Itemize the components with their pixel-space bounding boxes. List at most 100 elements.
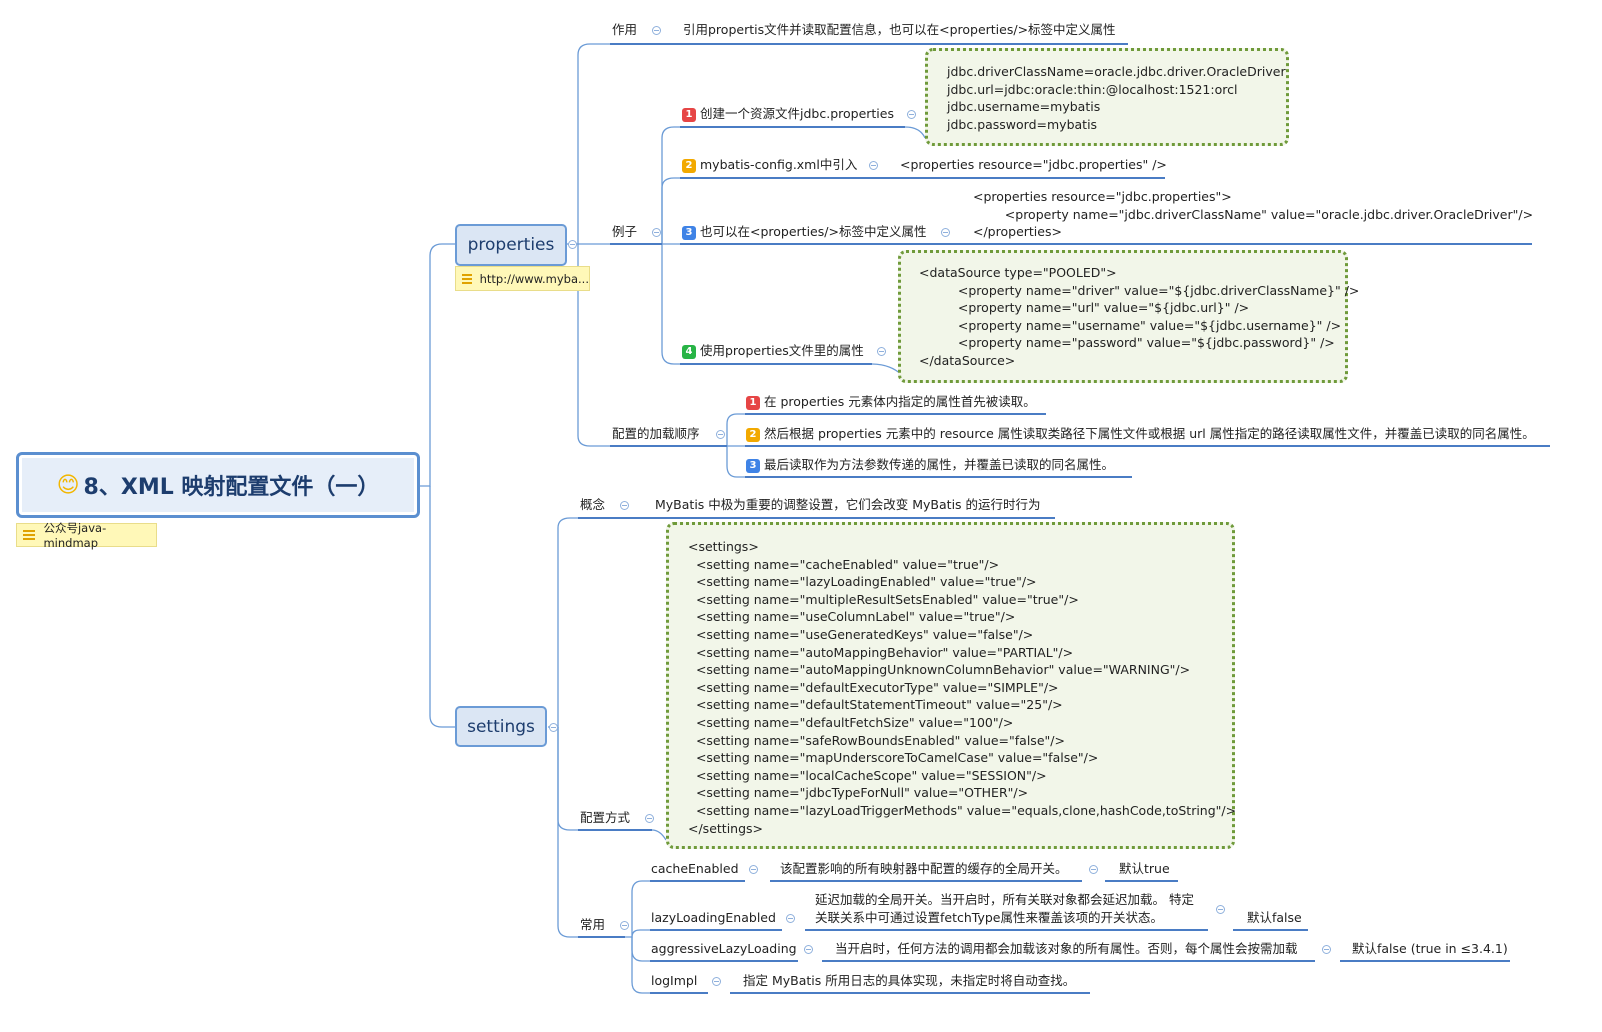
code-line: <setting name="safeRowBoundsEnabled" val…: [688, 732, 1065, 748]
note-icon: [23, 530, 36, 540]
code-line: <setting name="cacheEnabled" value="true…: [688, 556, 1000, 572]
code-line: <setting name="multipleResultSetsEnabled…: [688, 591, 1079, 607]
properties-note[interactable]: http://www.myba...: [455, 266, 590, 291]
code-line: <dataSource type="POOLED">: [919, 265, 1117, 280]
step-3-code[interactable]: <properties resource="jdbc.properties"> …: [973, 188, 1533, 241]
root-title: 8、XML 映射配置文件（一）: [83, 475, 380, 500]
config-label[interactable]: 配置方式: [580, 810, 631, 825]
collapse-settings-icon[interactable]: [549, 723, 558, 732]
properties-label: properties: [467, 235, 555, 255]
code-line: <properties resource="jdbc.properties">: [973, 189, 1232, 204]
code-line: jdbc.password=mybatis: [947, 116, 1098, 132]
code-line: <property name="url" value="${jdbc.url}"…: [942, 300, 1250, 316]
common-label[interactable]: 常用: [580, 917, 606, 932]
settings-label: settings: [467, 716, 535, 737]
code-line: <setting name="autoMappingBehavior" valu…: [688, 644, 1074, 660]
step-4-code-box[interactable]: [898, 250, 1348, 383]
common-item-name-4[interactable]: logImpl: [651, 973, 698, 988]
common-item-name-2[interactable]: lazyLoadingEnabled: [651, 910, 776, 925]
code-line: </dataSource>: [919, 352, 1016, 368]
collapse-common-1b-icon[interactable]: [1089, 865, 1098, 874]
code-line: <setting name="useColumnLabel" value="tr…: [688, 609, 1016, 625]
code-line: </settings>: [688, 820, 764, 836]
collapse-step-1-icon[interactable]: [907, 110, 916, 119]
collapse-example-icon[interactable]: [652, 228, 661, 237]
step-1-label: 创建一个资源文件jdbc.properties: [700, 106, 894, 121]
example-label[interactable]: 例子: [612, 224, 638, 239]
properties-topic[interactable]: properties: [455, 224, 567, 266]
settings-code-box[interactable]: [666, 522, 1235, 849]
common-item-name-1[interactable]: cacheEnabled: [651, 861, 739, 876]
code-line: jdbc.username=mybatis: [947, 99, 1101, 115]
collapse-step-2-icon[interactable]: [869, 161, 878, 170]
collapse-properties-icon[interactable]: [568, 240, 577, 249]
collapse-common-3b-icon[interactable]: [1322, 945, 1331, 954]
code-line: <property name="driver" value="${jdbc.dr…: [942, 282, 1360, 298]
common-item-default-2[interactable]: 默认false: [1247, 910, 1302, 925]
code-line: <setting name="defaultExecutorType" valu…: [688, 679, 1059, 695]
collapse-step-3-icon[interactable]: [941, 228, 950, 237]
step-3-label: 也可以在<properties/>标签中定义属性: [700, 224, 927, 239]
priority-1-icon: 1: [746, 396, 760, 410]
code-line: <setting name="lazyLoadTriggerMethods" v…: [688, 802, 1237, 818]
common-item-desc-2a[interactable]: 延迟加载的全局开关。当开启时，所有关联对象都会延迟加载。 特定: [815, 892, 1194, 907]
code-line: <setting name="defaultFetchSize" value="…: [688, 714, 1014, 730]
properties-note-text: http://www.myba...: [479, 271, 589, 286]
load-order-text-2: 然后根据 properties 元素中的 resource 属性读取类路径下属性…: [764, 426, 1535, 441]
load-order-item-1[interactable]: 1 在 properties 元素体内指定的属性首先被读取。: [746, 394, 1036, 410]
collapse-common-icon[interactable]: [620, 921, 629, 930]
settings-topic[interactable]: settings: [455, 706, 547, 747]
common-item-desc-4[interactable]: 指定 MyBatis 所用日志的具体实现，未指定时将自动查找。: [743, 973, 1076, 988]
collapse-config-icon[interactable]: [645, 814, 654, 823]
collapse-common-4-icon[interactable]: [712, 977, 721, 986]
root-note-text: 公众号java-mindmap: [43, 521, 107, 550]
code-line: <setting name="useGeneratedKeys" value="…: [688, 626, 1034, 642]
collapse-step-4-icon[interactable]: [877, 347, 886, 356]
root-topic[interactable]: 😊 8、XML 映射配置文件（一）: [16, 452, 420, 518]
load-order-item-2[interactable]: 2 然后根据 properties 元素中的 resource 属性读取类路径下属…: [746, 426, 1535, 442]
note-icon: [462, 273, 472, 284]
collapse-common-1-icon[interactable]: [749, 865, 758, 874]
collapse-load-order-icon[interactable]: [716, 430, 725, 439]
concept-text[interactable]: MyBatis 中极为重要的调整设置，它们会改变 MyBatis 的运行时行为: [655, 497, 1041, 512]
common-item-desc-2b[interactable]: 关联关系中可通过设置fetchType属性来覆盖该项的开关状态。: [815, 910, 1163, 925]
common-item-name-3[interactable]: aggressiveLazyLoading: [651, 941, 797, 956]
code-line: </properties>: [973, 224, 1062, 240]
role-text[interactable]: 引用propertis文件并读取配置信息，也可以在<properties/>标签…: [683, 22, 1116, 37]
concept-label[interactable]: 概念: [580, 497, 606, 512]
root-note[interactable]: 公众号java-mindmap: [16, 521, 157, 550]
code-line: jdbc.driverClassName=oracle.jdbc.driver.…: [947, 64, 1286, 79]
code-line: <property name="jdbc.driverClassName" va…: [973, 206, 1534, 222]
collapse-common-3-icon[interactable]: [804, 945, 813, 954]
step-2-code[interactable]: <properties resource="jdbc.properties" /…: [900, 157, 1167, 172]
load-order-text-1: 在 properties 元素体内指定的属性首先被读取。: [764, 394, 1036, 409]
step-1-code-box[interactable]: [925, 48, 1289, 146]
collapse-role-icon[interactable]: [652, 26, 661, 35]
code-line: <setting name="mapUnderscoreToCamelCase"…: [688, 750, 1099, 766]
common-item-desc-1[interactable]: 该配置影响的所有映射器中配置的缓存的全局开关。: [780, 861, 1068, 876]
settings-code: <settings> <setting name="cacheEnabled" …: [688, 538, 1236, 837]
smile-emoji-icon: 😊: [56, 472, 80, 498]
step-4-label: 使用properties文件里的属性: [700, 343, 864, 358]
code-line: <property name="username" value="${jdbc.…: [942, 317, 1342, 333]
role-label[interactable]: 作用: [612, 22, 638, 37]
example-step-1[interactable]: 1 创建一个资源文件jdbc.properties: [682, 106, 894, 122]
code-line: jdbc.url=jdbc:oracle:thin:@localhost:152…: [947, 81, 1238, 97]
common-item-default-1[interactable]: 默认true: [1119, 861, 1170, 876]
code-line: <setting name="autoMappingUnknownColumnB…: [688, 662, 1191, 678]
priority-1-icon: 1: [682, 108, 696, 122]
code-line: <setting name="lazyLoadingEnabled" value…: [688, 574, 1037, 590]
code-line: <property name="password" value="${jdbc.…: [942, 335, 1335, 351]
step-1-code: jdbc.driverClassName=oracle.jdbc.driver.…: [947, 63, 1286, 133]
collapse-concept-icon[interactable]: [620, 501, 629, 510]
common-item-default-3[interactable]: 默认false (true in ≤3.4.1): [1352, 941, 1508, 956]
collapse-common-2-icon[interactable]: [786, 914, 795, 923]
priority-2-icon: 2: [746, 428, 760, 442]
common-item-desc-3[interactable]: 当开启时，任何方法的调用都会加载该对象的所有属性。否则，每个属性会按需加载: [835, 941, 1298, 956]
load-order-label[interactable]: 配置的加载顺序: [612, 426, 700, 441]
collapse-common-2b-icon[interactable]: [1216, 905, 1225, 914]
